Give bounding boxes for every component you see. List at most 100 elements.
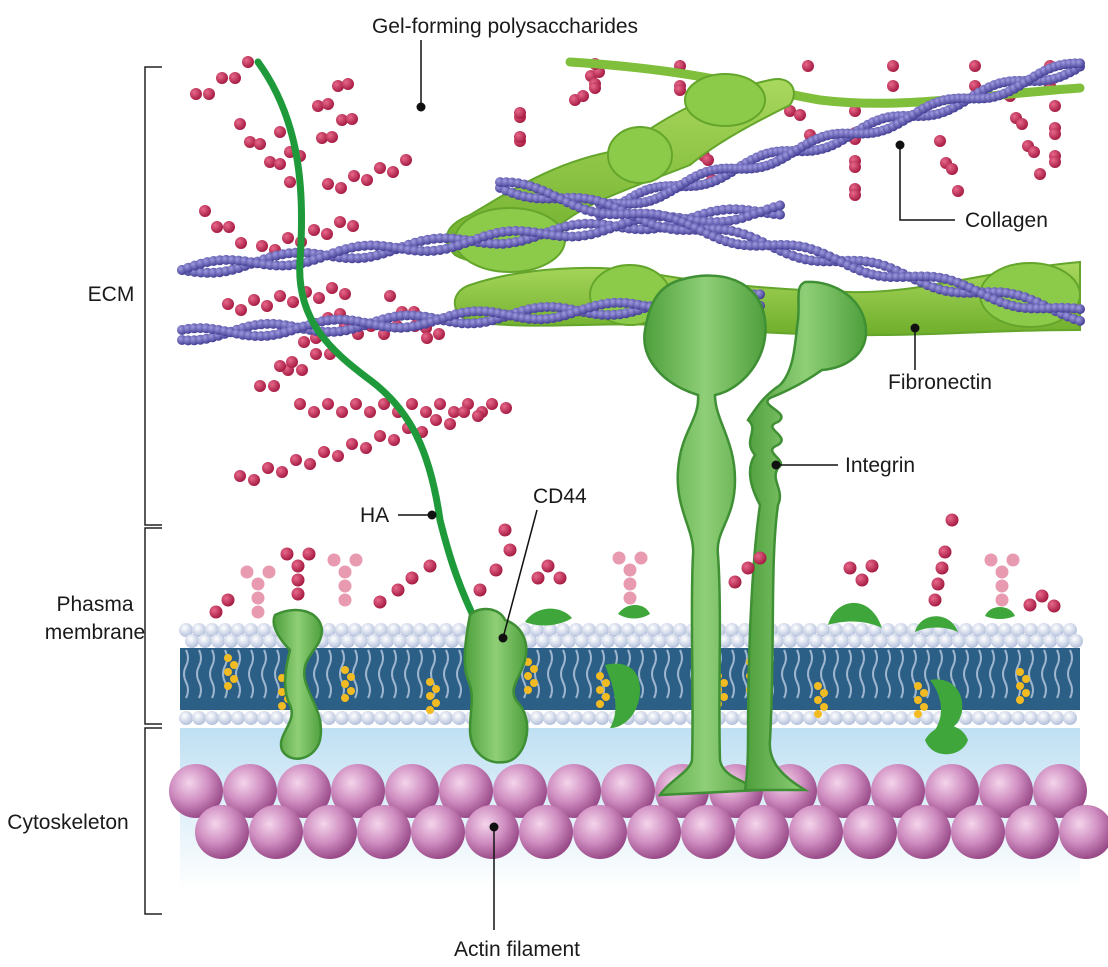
lipid-tail	[872, 649, 878, 699]
lipid-head	[543, 711, 557, 725]
peripheral-protein	[915, 616, 958, 632]
lipid-head	[725, 711, 739, 725]
actin-monomer	[277, 764, 331, 818]
glycan-bead	[302, 547, 316, 561]
lipid-head	[894, 623, 908, 637]
lipid-tail	[378, 649, 384, 699]
lipid-head	[829, 623, 843, 637]
lipid-head	[952, 634, 966, 648]
lipid-head	[894, 711, 908, 725]
lipid-head	[413, 711, 427, 725]
pointer-dots	[416, 102, 920, 832]
polysaccharide-bead	[387, 166, 399, 178]
lipid-tail	[248, 649, 254, 699]
lipid-head	[874, 634, 888, 648]
pointer-dot	[771, 460, 781, 470]
label-fibronectin: Fibronectin	[888, 371, 992, 394]
cholesterol-bead	[596, 672, 604, 680]
polysaccharide-bead	[222, 298, 234, 310]
pointer-dot	[498, 633, 508, 643]
cholesterol-bead	[432, 685, 440, 693]
membrane-bracket	[144, 527, 162, 725]
peripheral-protein	[828, 602, 882, 628]
lipid-head	[647, 623, 661, 637]
lipid-tail	[560, 649, 566, 699]
lipid-head	[731, 634, 745, 648]
lipid-head	[335, 711, 349, 725]
polysaccharide-bead	[235, 304, 247, 316]
lipid-head	[380, 634, 394, 648]
polysaccharide-bead	[312, 100, 324, 112]
lipid-head	[647, 711, 661, 725]
lipid-tail	[664, 649, 670, 699]
polysaccharide-bead	[934, 135, 946, 147]
glycan-bead	[291, 587, 305, 601]
actin-monomer	[1033, 764, 1087, 818]
polysaccharide-bead	[313, 292, 325, 304]
lipid-tail	[261, 649, 267, 699]
lipid-head	[985, 623, 999, 637]
lipid-head	[796, 634, 810, 648]
polysaccharide-bead	[969, 60, 981, 72]
transmembrane-protein	[605, 663, 640, 728]
actin-monomer	[817, 764, 871, 818]
lipid-tail	[235, 649, 241, 699]
peripheral-protein	[618, 605, 650, 619]
lipid-head	[367, 634, 381, 648]
glycan-bead	[338, 593, 352, 607]
lipid-head	[400, 711, 414, 725]
glycan-bead	[623, 577, 637, 591]
polysaccharide-bead	[282, 232, 294, 244]
membrane-glycans	[209, 513, 1061, 619]
lipid-head	[855, 711, 869, 725]
polysaccharide-bead	[286, 356, 298, 368]
glycan-bead	[280, 547, 294, 561]
glycan-bead	[1047, 599, 1061, 613]
polysaccharide-bead	[274, 126, 286, 138]
polysaccharide-bead	[248, 294, 260, 306]
lipid-head	[881, 711, 895, 725]
lipid-tail	[456, 649, 462, 699]
lipid-head	[1037, 623, 1051, 637]
actin-monomer	[249, 805, 303, 859]
glycan-bead	[843, 561, 857, 575]
cholesterol-bead	[1016, 682, 1024, 690]
glycan-bead	[391, 583, 405, 597]
actin-monomer	[493, 764, 547, 818]
actin-monomer	[385, 764, 439, 818]
lipid-head	[439, 623, 453, 637]
polysaccharide-bead	[458, 406, 470, 418]
polysaccharide-bead	[322, 98, 334, 110]
polysaccharide-bead	[336, 114, 348, 126]
peripheral-protein	[525, 608, 572, 626]
polysaccharide-bead	[486, 398, 498, 410]
cholesterol-bead	[230, 661, 238, 669]
polysaccharide-bead	[887, 60, 899, 72]
leader-cd44	[502, 509, 538, 639]
polysaccharide-bead	[332, 450, 344, 462]
cholesterol-bead	[530, 665, 538, 673]
lipid-head	[588, 634, 602, 648]
lipid-tail	[1028, 649, 1034, 699]
glycan-bead	[423, 559, 437, 573]
polysaccharide-bead	[472, 410, 484, 422]
polysaccharide-bead	[433, 328, 445, 340]
actin-monomer	[519, 805, 573, 859]
actin-monomer	[1005, 805, 1059, 859]
lipid-head	[972, 711, 986, 725]
lipid-head	[543, 623, 557, 637]
polysaccharide-bead	[199, 205, 211, 217]
lipid-head	[861, 634, 875, 648]
cytoskeleton-bracket	[144, 727, 162, 915]
polysaccharide-bead	[316, 132, 328, 144]
integrin	[643, 274, 868, 797]
glycan-bead	[209, 605, 223, 619]
actin-monomer	[439, 764, 493, 818]
cholesterol-bead	[914, 710, 922, 718]
glycan-bead	[541, 559, 555, 573]
polysaccharide-bead	[229, 72, 241, 84]
cholesterol-bead	[814, 710, 822, 718]
polysaccharide-bead	[350, 398, 362, 410]
fibronectin-module	[607, 126, 673, 184]
lipid-head	[621, 623, 635, 637]
